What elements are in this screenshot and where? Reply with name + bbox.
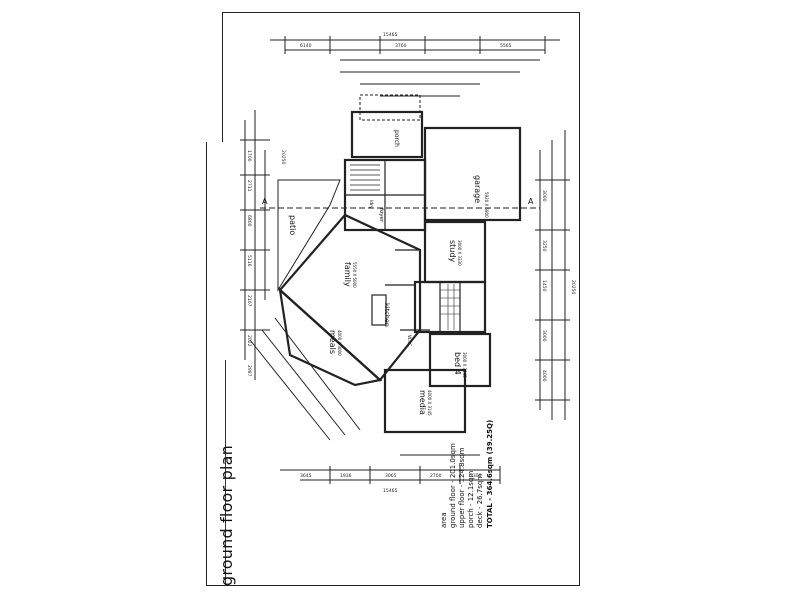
dim-top-1: 6140 xyxy=(300,43,312,49)
dim-overall-bottom: 15465 xyxy=(383,488,397,494)
dim-left-2: 2711 xyxy=(246,180,252,192)
room-size-bed4: 3000 X 3145 xyxy=(462,352,467,378)
dim-top-2: 3760 xyxy=(395,43,407,49)
building-outline xyxy=(278,110,522,434)
section-marker-left: A xyxy=(262,197,268,206)
room-label-kitchen: kitchen xyxy=(383,303,391,327)
dim-left-6: 2022 xyxy=(246,335,252,347)
dim-bottom-1: 3645 xyxy=(300,473,312,479)
room-label-garage: garage xyxy=(473,175,482,203)
room-size-media: 4000 X 3145 xyxy=(427,390,432,416)
room-label-study: study xyxy=(448,240,457,262)
wet-area-tiles xyxy=(440,284,460,330)
dim-left-4: 5116 xyxy=(246,255,252,267)
dim-overall-right: 20250 xyxy=(570,280,576,294)
top-dimension-chain xyxy=(270,36,560,97)
title-block-strip xyxy=(206,12,223,142)
room-size-garage: 5920 X 5800 xyxy=(484,192,489,218)
room-size-meals: 4000 X 3000 xyxy=(337,330,342,356)
dim-bottom-4: 2700 xyxy=(430,473,442,479)
dim-overall-left: 20250 xyxy=(280,150,286,164)
dim-left-7: 2987 xyxy=(246,365,252,377)
staircase xyxy=(350,164,380,191)
sheet-border xyxy=(206,12,580,586)
room-label-family: family xyxy=(343,262,352,287)
room-label-porch: porch xyxy=(393,130,400,147)
dim-right-4: 3000 xyxy=(541,330,547,342)
dim-right-5: 4000 xyxy=(541,370,547,382)
room-size-family: 5550 X 5000 xyxy=(352,262,357,288)
dim-left-5: 2107 xyxy=(246,295,252,307)
room-label-patio: patio xyxy=(288,215,297,235)
room-label-bed4: bed 4 xyxy=(453,352,462,375)
room-label-ldry: ldry xyxy=(368,200,374,209)
dim-left-1: 1700 xyxy=(246,150,252,162)
left-dimension-chain xyxy=(240,110,270,380)
porch-canopy xyxy=(359,94,421,121)
patio-outline xyxy=(277,179,341,292)
dim-top-3: 5565 xyxy=(500,43,512,49)
room-size-study: 3000 X 3330 xyxy=(457,240,462,266)
room-label-wic: W.I.C. xyxy=(406,335,412,348)
dim-bottom-5: 3300 xyxy=(470,473,482,479)
room-label-meals: meals xyxy=(328,330,337,354)
dim-overall-top: 15465 xyxy=(383,32,397,38)
dim-right-2: 3250 xyxy=(541,240,547,252)
room-label-foyer: foyer xyxy=(378,208,384,223)
room-label-media: media xyxy=(418,390,427,415)
dim-right-3: 1450 xyxy=(541,280,547,292)
section-marker-right: A xyxy=(528,197,534,206)
dim-bottom-3: 3065 xyxy=(385,473,397,479)
title-divider-line xyxy=(225,360,226,586)
dim-left-3: 6800 xyxy=(246,215,252,227)
internal-walls xyxy=(345,160,461,332)
dim-right-1: 3000 xyxy=(541,190,547,202)
right-dimension-chain xyxy=(535,130,570,420)
diagonal-dimension-chain xyxy=(249,317,361,441)
dim-bottom-2: 1936 xyxy=(340,473,352,479)
bottom-dimension-chain xyxy=(280,454,501,484)
